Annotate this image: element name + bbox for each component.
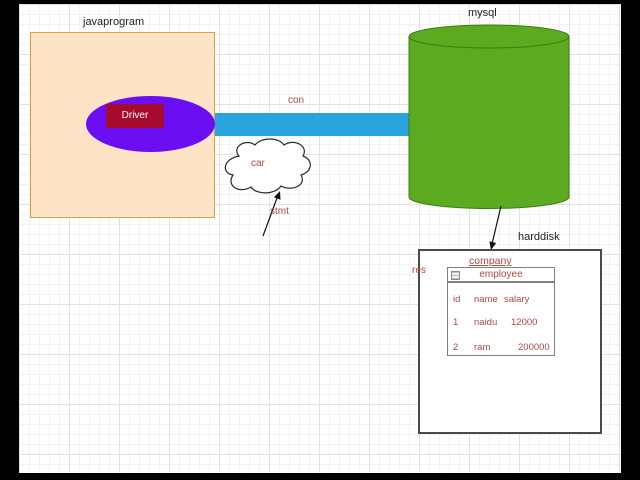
connection-label: con bbox=[288, 95, 305, 106]
cell-id: 1 bbox=[453, 317, 459, 328]
cloud-icon bbox=[224, 138, 311, 194]
column-header-name: name bbox=[474, 294, 498, 305]
employee-table-header: employee bbox=[448, 268, 554, 283]
window-list-icon bbox=[451, 271, 460, 280]
connection-bar bbox=[215, 113, 409, 136]
db-to-harddisk-arrow bbox=[489, 205, 502, 250]
diagram-canvas: javaprogram con Driver car stmt mysql ha… bbox=[19, 4, 621, 473]
table-row: 2 ram 200000 bbox=[448, 342, 554, 354]
cell-id: 2 bbox=[453, 342, 459, 353]
employee-table-title: employee bbox=[479, 269, 523, 280]
statement-label: stmt bbox=[270, 206, 289, 217]
statement-cloud bbox=[218, 137, 312, 195]
company-label: company bbox=[469, 255, 512, 267]
employee-table: employee id name salary 1 naidu 12000 2 … bbox=[447, 267, 555, 356]
java-program-label: javaprogram bbox=[83, 16, 145, 28]
harddisk-label: harddisk bbox=[518, 231, 560, 243]
cell-name: ram bbox=[474, 342, 491, 353]
statement-arrow bbox=[262, 191, 281, 237]
table-row: 1 naidu 12000 bbox=[448, 317, 554, 329]
mysql-cylinder-icon bbox=[408, 24, 570, 209]
column-header-id: id bbox=[453, 294, 461, 305]
cell-name: naidu bbox=[474, 317, 498, 328]
resultset-label: res bbox=[412, 265, 426, 276]
cloud-label: car bbox=[251, 158, 265, 169]
cell-salary: 200000 bbox=[518, 342, 550, 353]
driver-box: Driver bbox=[106, 104, 164, 128]
cell-salary: 12000 bbox=[511, 317, 538, 328]
column-header-salary: salary bbox=[504, 294, 530, 305]
table-column-header-row: id name salary bbox=[448, 294, 554, 306]
mysql-label: mysql bbox=[468, 7, 497, 19]
